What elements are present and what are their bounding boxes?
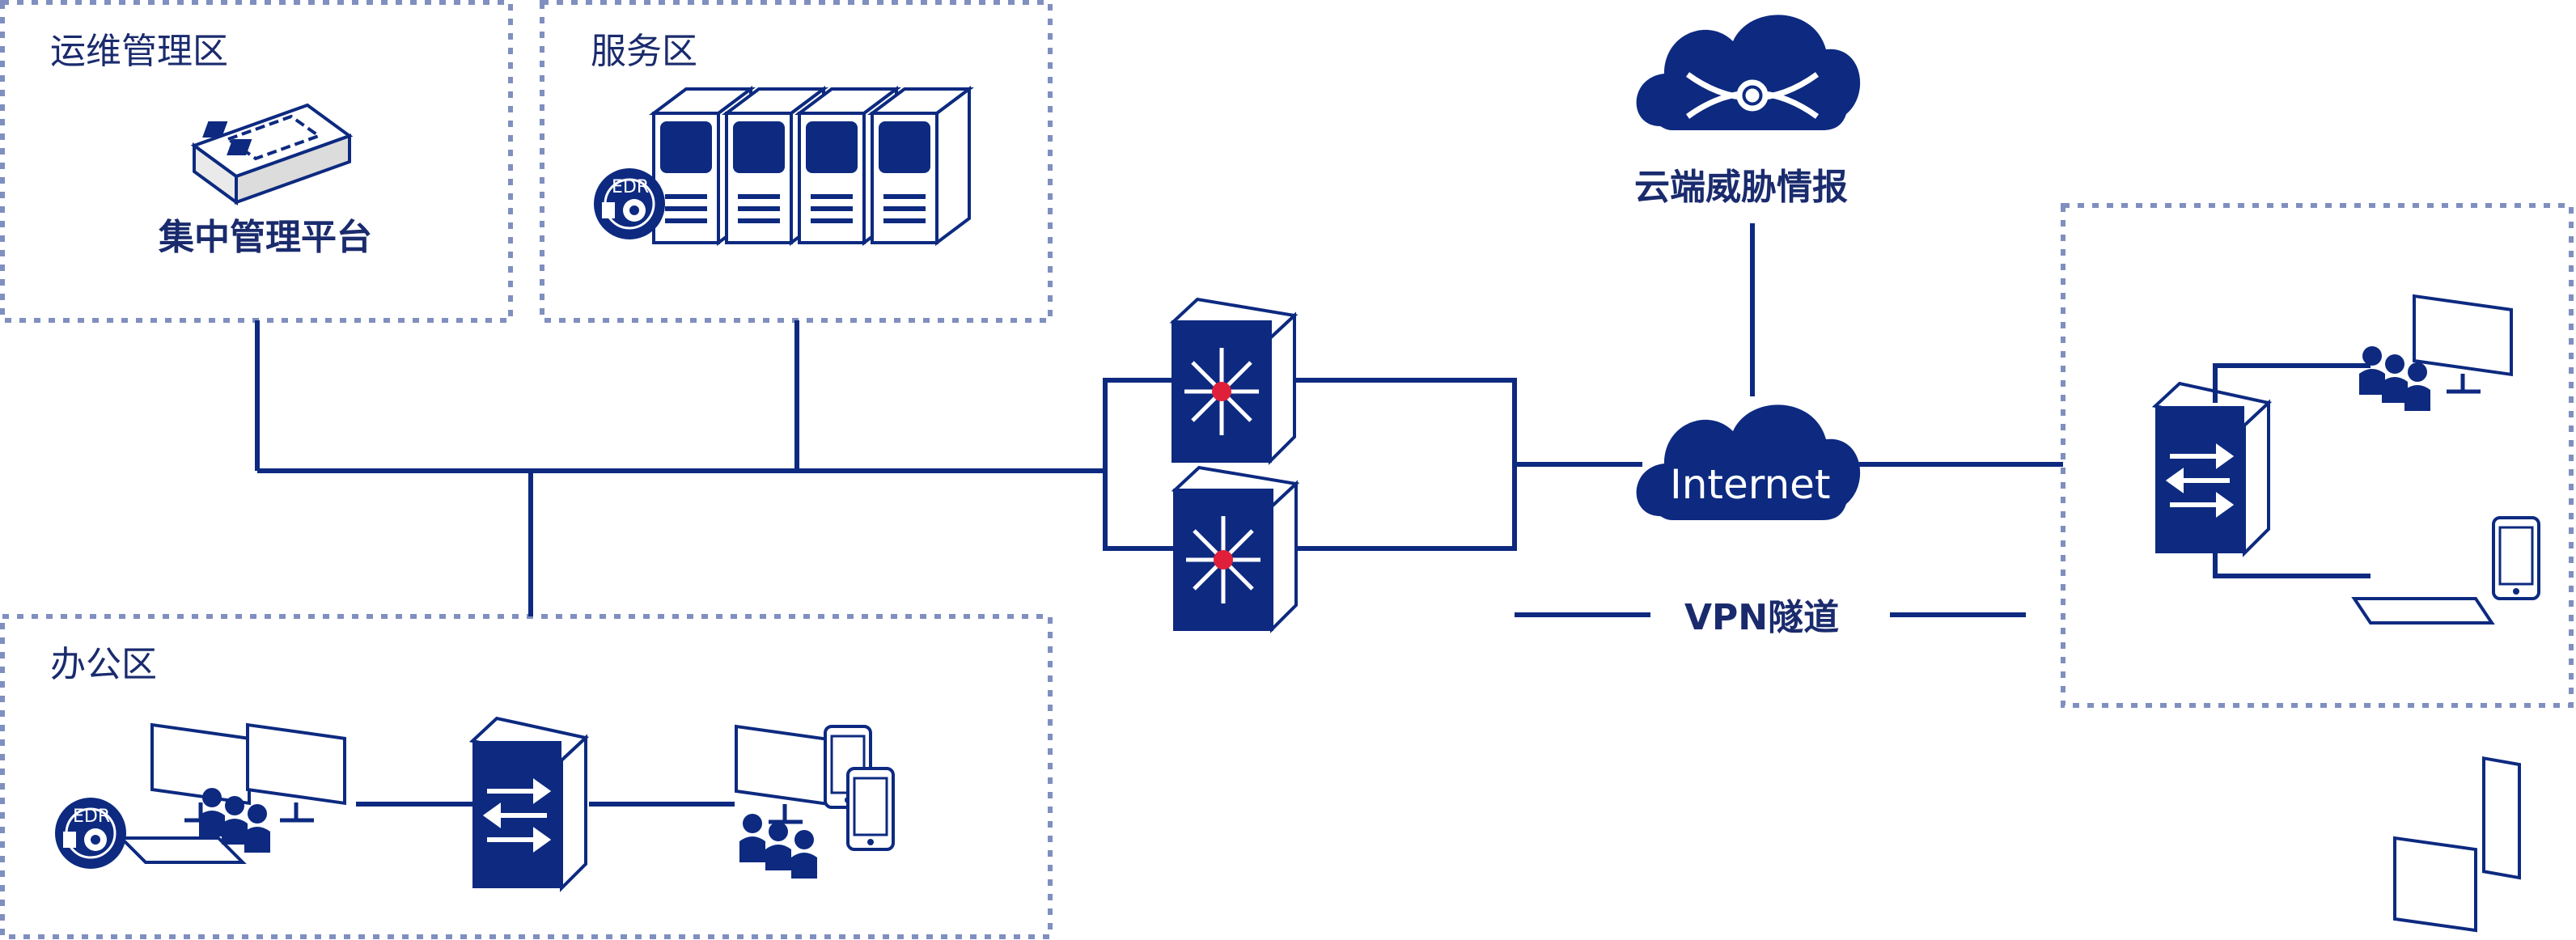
- edr-service-text: EDR: [612, 177, 649, 197]
- office-workstations-icon[interactable]: [117, 725, 345, 864]
- core-firewall-1-icon[interactable]: [1173, 299, 1294, 461]
- ops-zone-label: 运维管理区: [50, 31, 228, 72]
- office-switch-icon[interactable]: [472, 718, 586, 888]
- media-server-icon: [871, 87, 971, 244]
- threat-intel-caption: 云端威胁情报: [1634, 167, 1848, 208]
- branch-zone: [2061, 203, 2574, 933]
- edr-office-text: EDR: [73, 807, 110, 827]
- eye-icon: [1685, 72, 1820, 119]
- internet-label: Internet: [1670, 461, 1831, 508]
- link-branch-switch-laptops: [2213, 550, 2371, 578]
- branch-switch-icon[interactable]: [2155, 383, 2269, 553]
- backbone-links: [255, 223, 2063, 616]
- edr-service-badge-icon: EDR: [592, 167, 667, 241]
- branch-mobile-devices-icon[interactable]: [2351, 516, 2540, 933]
- management-platform-icon[interactable]: [190, 103, 354, 205]
- link-branch-switch-desktops: [2213, 363, 2371, 403]
- link-core-loop: [1291, 378, 1517, 551]
- server-rack-group[interactable]: [652, 87, 971, 244]
- service-zone: 服务区 EDR: [540, 0, 1053, 323]
- branch-desktops-icon[interactable]: [2359, 296, 2521, 880]
- branch-zone-border: [2061, 203, 2574, 708]
- office-terminals-icon[interactable]: [736, 726, 895, 879]
- management-platform-caption: 集中管理平台: [158, 217, 372, 258]
- vpn-tunnel-label: VPN隧道: [1684, 597, 1839, 638]
- service-zone-label: 服务区: [591, 31, 697, 72]
- vpn-tunnel: VPN隧道: [1515, 597, 2026, 638]
- link-backbone-core1: [1103, 378, 1175, 471]
- threat-intel-cloud-icon: [1636, 15, 1861, 130]
- core-firewall-2-icon[interactable]: [1175, 468, 1296, 629]
- office-zone: 办公区 EDR: [0, 614, 1053, 939]
- office-zone-label: 办公区: [50, 644, 157, 685]
- ops-zone: 运维管理区 集中管理平台: [0, 0, 513, 323]
- edr-office-badge-icon: EDR: [53, 796, 128, 870]
- cloud-threat-intel[interactable]: 云端威胁情报: [1634, 15, 1861, 208]
- link-backbone-core2: [1103, 471, 1175, 551]
- internet-cloud[interactable]: Internet: [1636, 404, 1861, 520]
